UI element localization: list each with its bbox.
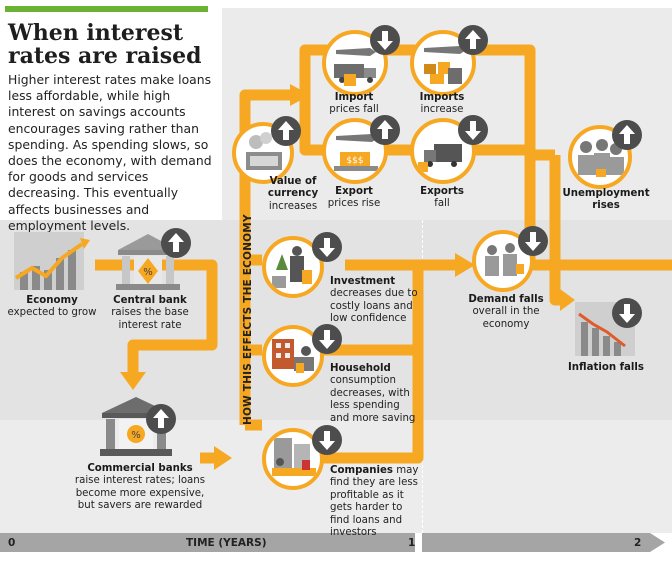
commercial-banks-label: Commercial banks raise interest rates; l… <box>70 463 210 513</box>
imports-plane-icon <box>424 46 466 84</box>
investment-icon <box>272 246 312 288</box>
svg-text:%: % <box>143 267 153 278</box>
household-label: Household consumption decreases, with le… <box>330 363 422 425</box>
investment-desc: decreases due to costly loans and low co… <box>330 288 418 325</box>
shoppers-icon <box>485 243 524 276</box>
page-title: When interest rates are raised <box>8 20 202 69</box>
import-prices-desc: prices fall <box>329 104 379 116</box>
svg-text:%: % <box>131 430 141 441</box>
export-prices-label: Export prices rise <box>312 186 396 211</box>
time-tick-0: 0 <box>8 537 16 549</box>
companies-label: Companies may find they are less profita… <box>330 465 424 539</box>
commercial-bank-up-badge <box>146 404 176 434</box>
time-tick-2: 2 <box>634 537 642 549</box>
currency-node <box>232 122 294 184</box>
economy-chart-icon <box>14 232 90 290</box>
arrow-down-icon <box>319 431 335 450</box>
investment-node <box>262 236 324 298</box>
unemployment-label: Unemployment rises <box>556 188 656 213</box>
companies-title: Companies <box>330 465 393 476</box>
time-axis-label: TIME (YEARS) <box>186 537 267 549</box>
household-desc: consumption decreases, with less spendin… <box>330 375 416 424</box>
imports-node <box>410 30 476 96</box>
arrow-up-icon <box>377 120 393 139</box>
companies-down-badge <box>312 425 342 455</box>
imports-desc: increase <box>420 104 464 116</box>
household-title: Household <box>330 363 391 374</box>
unemployment-up-badge <box>612 120 642 150</box>
exports-truck-icon <box>418 144 462 172</box>
demand-desc: overall in the economy <box>472 306 540 330</box>
companies-icon <box>272 438 316 476</box>
exports-node <box>410 118 476 184</box>
arrow-down-icon <box>619 304 635 323</box>
export-prices-up-badge <box>370 115 400 145</box>
arrow-down-icon <box>465 121 481 140</box>
arrow-down-icon <box>525 232 541 251</box>
central-bank-up-badge <box>161 228 191 258</box>
arrow-up-icon <box>278 121 294 140</box>
currency-up-badge <box>271 116 301 146</box>
time-tick-1: 1 <box>408 537 416 549</box>
household-icon <box>272 339 314 373</box>
exports-title: Exports <box>420 186 464 197</box>
companies-desc: may find they are less profitable as it … <box>330 465 419 539</box>
investment-label: Investment decreases due to costly loans… <box>330 276 430 326</box>
intro-text: Higher interest rates make loans less af… <box>8 72 212 233</box>
economy-title: Economy <box>26 295 78 306</box>
exports-desc: fall <box>434 198 450 210</box>
imports-up-badge <box>458 25 488 55</box>
inflation-down-badge <box>612 298 642 328</box>
import-prices-label: Import prices fall <box>312 92 396 117</box>
vertical-axis-label: HOW THIS EFFECTS THE ECONOMY <box>242 214 254 425</box>
central-bank-label: Central bank raises the base interest ra… <box>100 295 200 332</box>
central-bank-desc: raises the base interest rate <box>111 307 189 331</box>
export-prices-title: Export <box>335 186 373 197</box>
demand-down-badge <box>518 226 548 256</box>
household-down-badge <box>312 324 342 354</box>
exports-down-badge <box>458 115 488 145</box>
arrow-down-icon <box>319 330 335 349</box>
arrow-up-icon <box>153 409 169 428</box>
import-prices-down-badge <box>370 25 400 55</box>
inflation-label: Inflation falls <box>556 362 656 374</box>
currency-label: Value of currency increases <box>248 176 338 213</box>
imports-title: Imports <box>419 92 465 103</box>
currency-icon <box>246 132 282 170</box>
commercial-banks-title: Commercial banks <box>87 463 193 474</box>
svg-text:$$$: $$$ <box>346 156 363 166</box>
demand-title: Demand falls <box>468 294 544 305</box>
economy-label: Economy expected to grow <box>0 295 104 320</box>
economy-desc: expected to grow <box>7 307 97 319</box>
currency-title: Value of currency <box>267 176 319 200</box>
exports-label: Exports fall <box>400 186 484 211</box>
investment-title: Investment <box>330 276 396 287</box>
arrow-down-icon <box>377 31 393 50</box>
currency-desc: increases <box>268 200 318 212</box>
demand-label: Demand falls overall in the economy <box>458 294 554 331</box>
export-prices-desc: prices rise <box>327 198 381 210</box>
arrow-up-icon <box>619 125 635 144</box>
import-prices-title: Import <box>334 92 374 103</box>
inflation-title: Inflation falls <box>568 362 644 373</box>
arrow-up-icon <box>168 233 184 252</box>
imports-label: Imports increase <box>400 92 484 117</box>
arrow-up-icon <box>465 30 481 49</box>
import-truck-icon <box>334 48 376 86</box>
title-accent-bar <box>5 6 208 12</box>
people-group-icon <box>578 139 624 177</box>
central-bank-title: Central bank <box>113 295 187 306</box>
investment-down-badge <box>312 232 342 262</box>
commercial-banks-desc: raise interest rates; loans become more … <box>74 475 206 512</box>
export-plane-icon: $$$ <box>334 134 378 171</box>
arrow-down-icon <box>319 238 335 257</box>
unemployment-desc: rises <box>592 200 620 212</box>
unemployment-title: Unemployment <box>562 188 650 199</box>
